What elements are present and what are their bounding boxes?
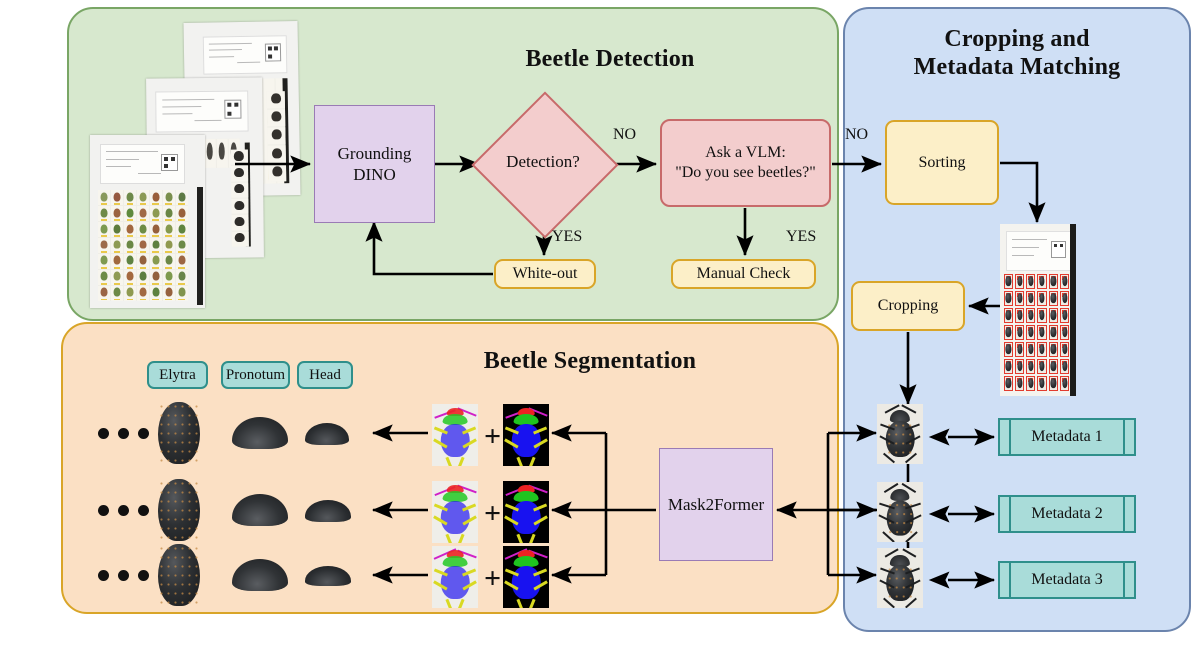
- input-specimen-tray-1: [90, 135, 205, 308]
- image-detected-specimen-tray: [1000, 224, 1076, 396]
- image-segmentation-overlay-2: [432, 481, 478, 543]
- image-cropped-beetle-1: [877, 404, 923, 464]
- image-segmentation-mask-3: [503, 546, 549, 608]
- node-ask-vlm[interactable]: Ask a VLM: "Do you see beetles?": [660, 119, 831, 207]
- part-image-elytra-2: [158, 479, 200, 541]
- node-grounding-dino[interactable]: Grounding DINO: [314, 105, 435, 223]
- part-label-elytra[interactable]: Elytra: [147, 361, 208, 389]
- row-ellipsis-3: [98, 570, 149, 581]
- panel-title-cropping-metadata: Cropping and Metadata Matching: [855, 26, 1179, 81]
- metadata-box-3[interactable]: Metadata 3: [998, 561, 1136, 599]
- part-image-head-3: [305, 566, 351, 586]
- node-manual-check[interactable]: Manual Check: [671, 259, 816, 289]
- edge-label-detection-yes: YES: [552, 228, 583, 245]
- node-grounding-dino-line1: Grounding: [337, 143, 412, 163]
- node-ask-vlm-line2: "Do you see beetles?": [675, 164, 816, 181]
- plus-symbol-1: +: [484, 420, 502, 453]
- image-segmentation-mask-1: [503, 404, 549, 466]
- edge-label-vlm-yes: YES: [786, 228, 817, 245]
- panel-title-cropping-line1: Cropping and: [944, 26, 1090, 52]
- node-detection-decision[interactable]: Detection?: [471, 91, 619, 239]
- node-ask-vlm-line1: Ask a VLM:: [705, 144, 786, 161]
- image-cropped-beetle-3: [877, 548, 923, 608]
- row-ellipsis-2: [98, 505, 149, 516]
- node-grounding-dino-line2: DINO: [353, 165, 396, 184]
- edge-label-vlm-no: NO: [845, 126, 869, 143]
- metadata-box-1[interactable]: Metadata 1: [998, 418, 1136, 456]
- node-sorting[interactable]: Sorting: [885, 120, 999, 205]
- part-image-head-2: [305, 500, 351, 522]
- part-image-pronotum-1: [232, 417, 288, 449]
- part-label-pronotum[interactable]: Pronotum: [221, 361, 290, 389]
- metadata-box-2[interactable]: Metadata 2: [998, 495, 1136, 533]
- part-image-head-1: [305, 423, 349, 445]
- part-image-elytra-3: [158, 544, 200, 606]
- node-cropping[interactable]: Cropping: [851, 281, 965, 331]
- image-segmentation-overlay-1: [432, 404, 478, 466]
- edge-label-detection-no: NO: [613, 126, 637, 143]
- plus-symbol-2: +: [484, 497, 502, 530]
- part-label-head[interactable]: Head: [297, 361, 353, 389]
- node-mask2former[interactable]: Mask2Former: [659, 448, 773, 561]
- panel-title-cropping-line2: Metadata Matching: [913, 53, 1121, 80]
- image-cropped-beetle-2: [877, 482, 923, 542]
- image-segmentation-overlay-3: [432, 546, 478, 608]
- panel-title-beetle-detection: Beetle Detection: [525, 46, 695, 72]
- panel-title-beetle-segmentation: Beetle Segmentation: [483, 348, 697, 374]
- plus-symbol-3: +: [484, 562, 502, 595]
- image-segmentation-mask-2: [503, 481, 549, 543]
- row-ellipsis-1: [98, 428, 149, 439]
- part-image-pronotum-2: [232, 494, 288, 526]
- part-image-elytra-1: [158, 402, 200, 464]
- part-image-pronotum-3: [232, 559, 288, 591]
- node-white-out[interactable]: White-out: [494, 259, 596, 289]
- decision-label: Detection?: [506, 152, 580, 171]
